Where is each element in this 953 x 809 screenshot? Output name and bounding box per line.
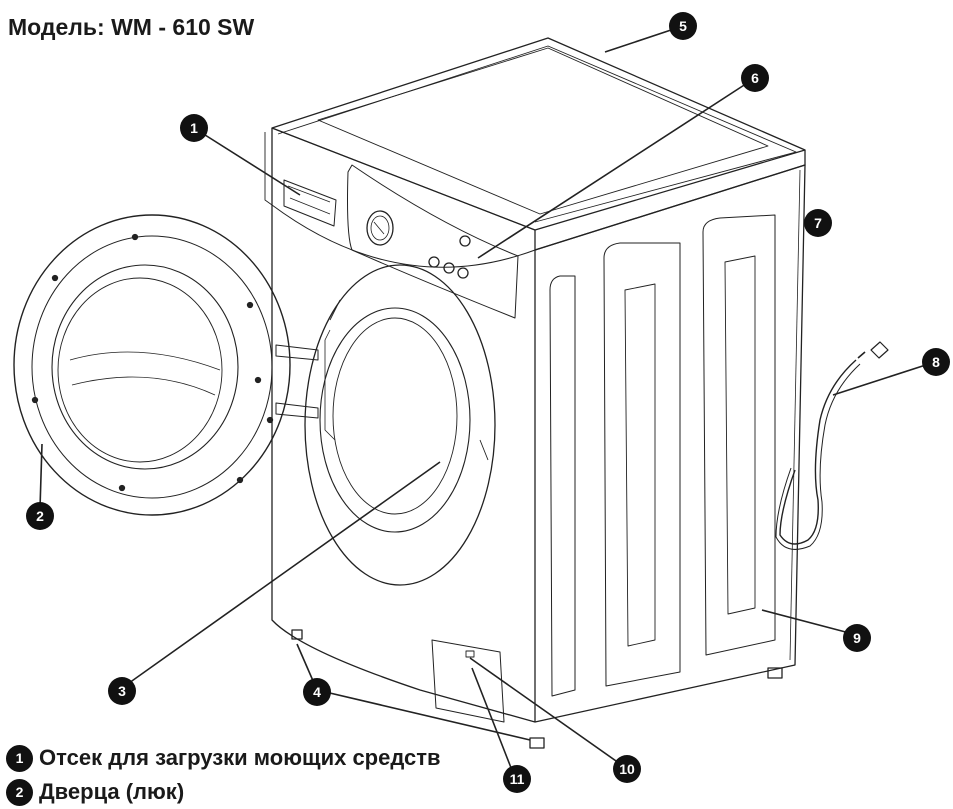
door-hinges bbox=[275, 344, 319, 419]
leader-lines bbox=[39, 25, 936, 779]
detergent-drawer bbox=[283, 179, 337, 227]
door bbox=[13, 214, 291, 516]
svg-text:1: 1 bbox=[190, 120, 198, 136]
callout-9: 9 bbox=[843, 624, 871, 652]
legend-badge-1: 1 bbox=[6, 744, 33, 772]
callout-7: 7 bbox=[804, 209, 832, 237]
callout-8: 8 bbox=[922, 348, 950, 376]
callout-6: 6 bbox=[741, 64, 769, 92]
control-panel bbox=[271, 127, 536, 268]
legend-badge-2: 2 bbox=[6, 778, 33, 806]
callout-1: 1 bbox=[180, 114, 208, 142]
legend-item-1: 1 Отсек для загрузки моющих средств bbox=[6, 741, 441, 775]
model-title: Модель: WM - 610 SW bbox=[8, 14, 255, 40]
svg-text:6: 6 bbox=[751, 70, 759, 86]
service-hatch bbox=[431, 639, 505, 723]
machine-cabinet bbox=[264, 37, 806, 723]
legend-item-2: 2 Дверца (люк) bbox=[6, 775, 441, 809]
svg-text:7: 7 bbox=[814, 215, 822, 231]
svg-text:3: 3 bbox=[118, 683, 126, 699]
svg-text:8: 8 bbox=[932, 354, 940, 370]
legend-text-1: Отсек для загрузки моющих средств bbox=[39, 745, 441, 770]
callout-3: 3 bbox=[108, 677, 136, 705]
svg-text:9: 9 bbox=[853, 630, 861, 646]
callout-2: 2 bbox=[26, 502, 54, 530]
svg-text:11: 11 bbox=[510, 771, 525, 787]
drum-opening bbox=[304, 264, 496, 586]
callout-10: 10 bbox=[613, 755, 641, 783]
svg-text:2: 2 bbox=[36, 508, 44, 524]
callout-11: 11 bbox=[503, 765, 531, 793]
side-panel bbox=[534, 164, 806, 723]
feet bbox=[291, 629, 783, 749]
legend: 1 Отсек для загрузки моющих средств 2 Дв… bbox=[6, 741, 441, 809]
legend-text-2: Дверца (люк) bbox=[39, 779, 185, 804]
svg-text:4: 4 bbox=[313, 684, 321, 700]
callout-4: 4 bbox=[303, 678, 331, 706]
program-knob bbox=[366, 210, 394, 246]
callout-5: 5 bbox=[669, 12, 697, 40]
control-buttons bbox=[428, 235, 471, 279]
svg-text:10: 10 bbox=[619, 761, 635, 777]
front-panel bbox=[271, 128, 536, 723]
power-cord bbox=[775, 341, 889, 550]
svg-text:5: 5 bbox=[679, 18, 687, 34]
